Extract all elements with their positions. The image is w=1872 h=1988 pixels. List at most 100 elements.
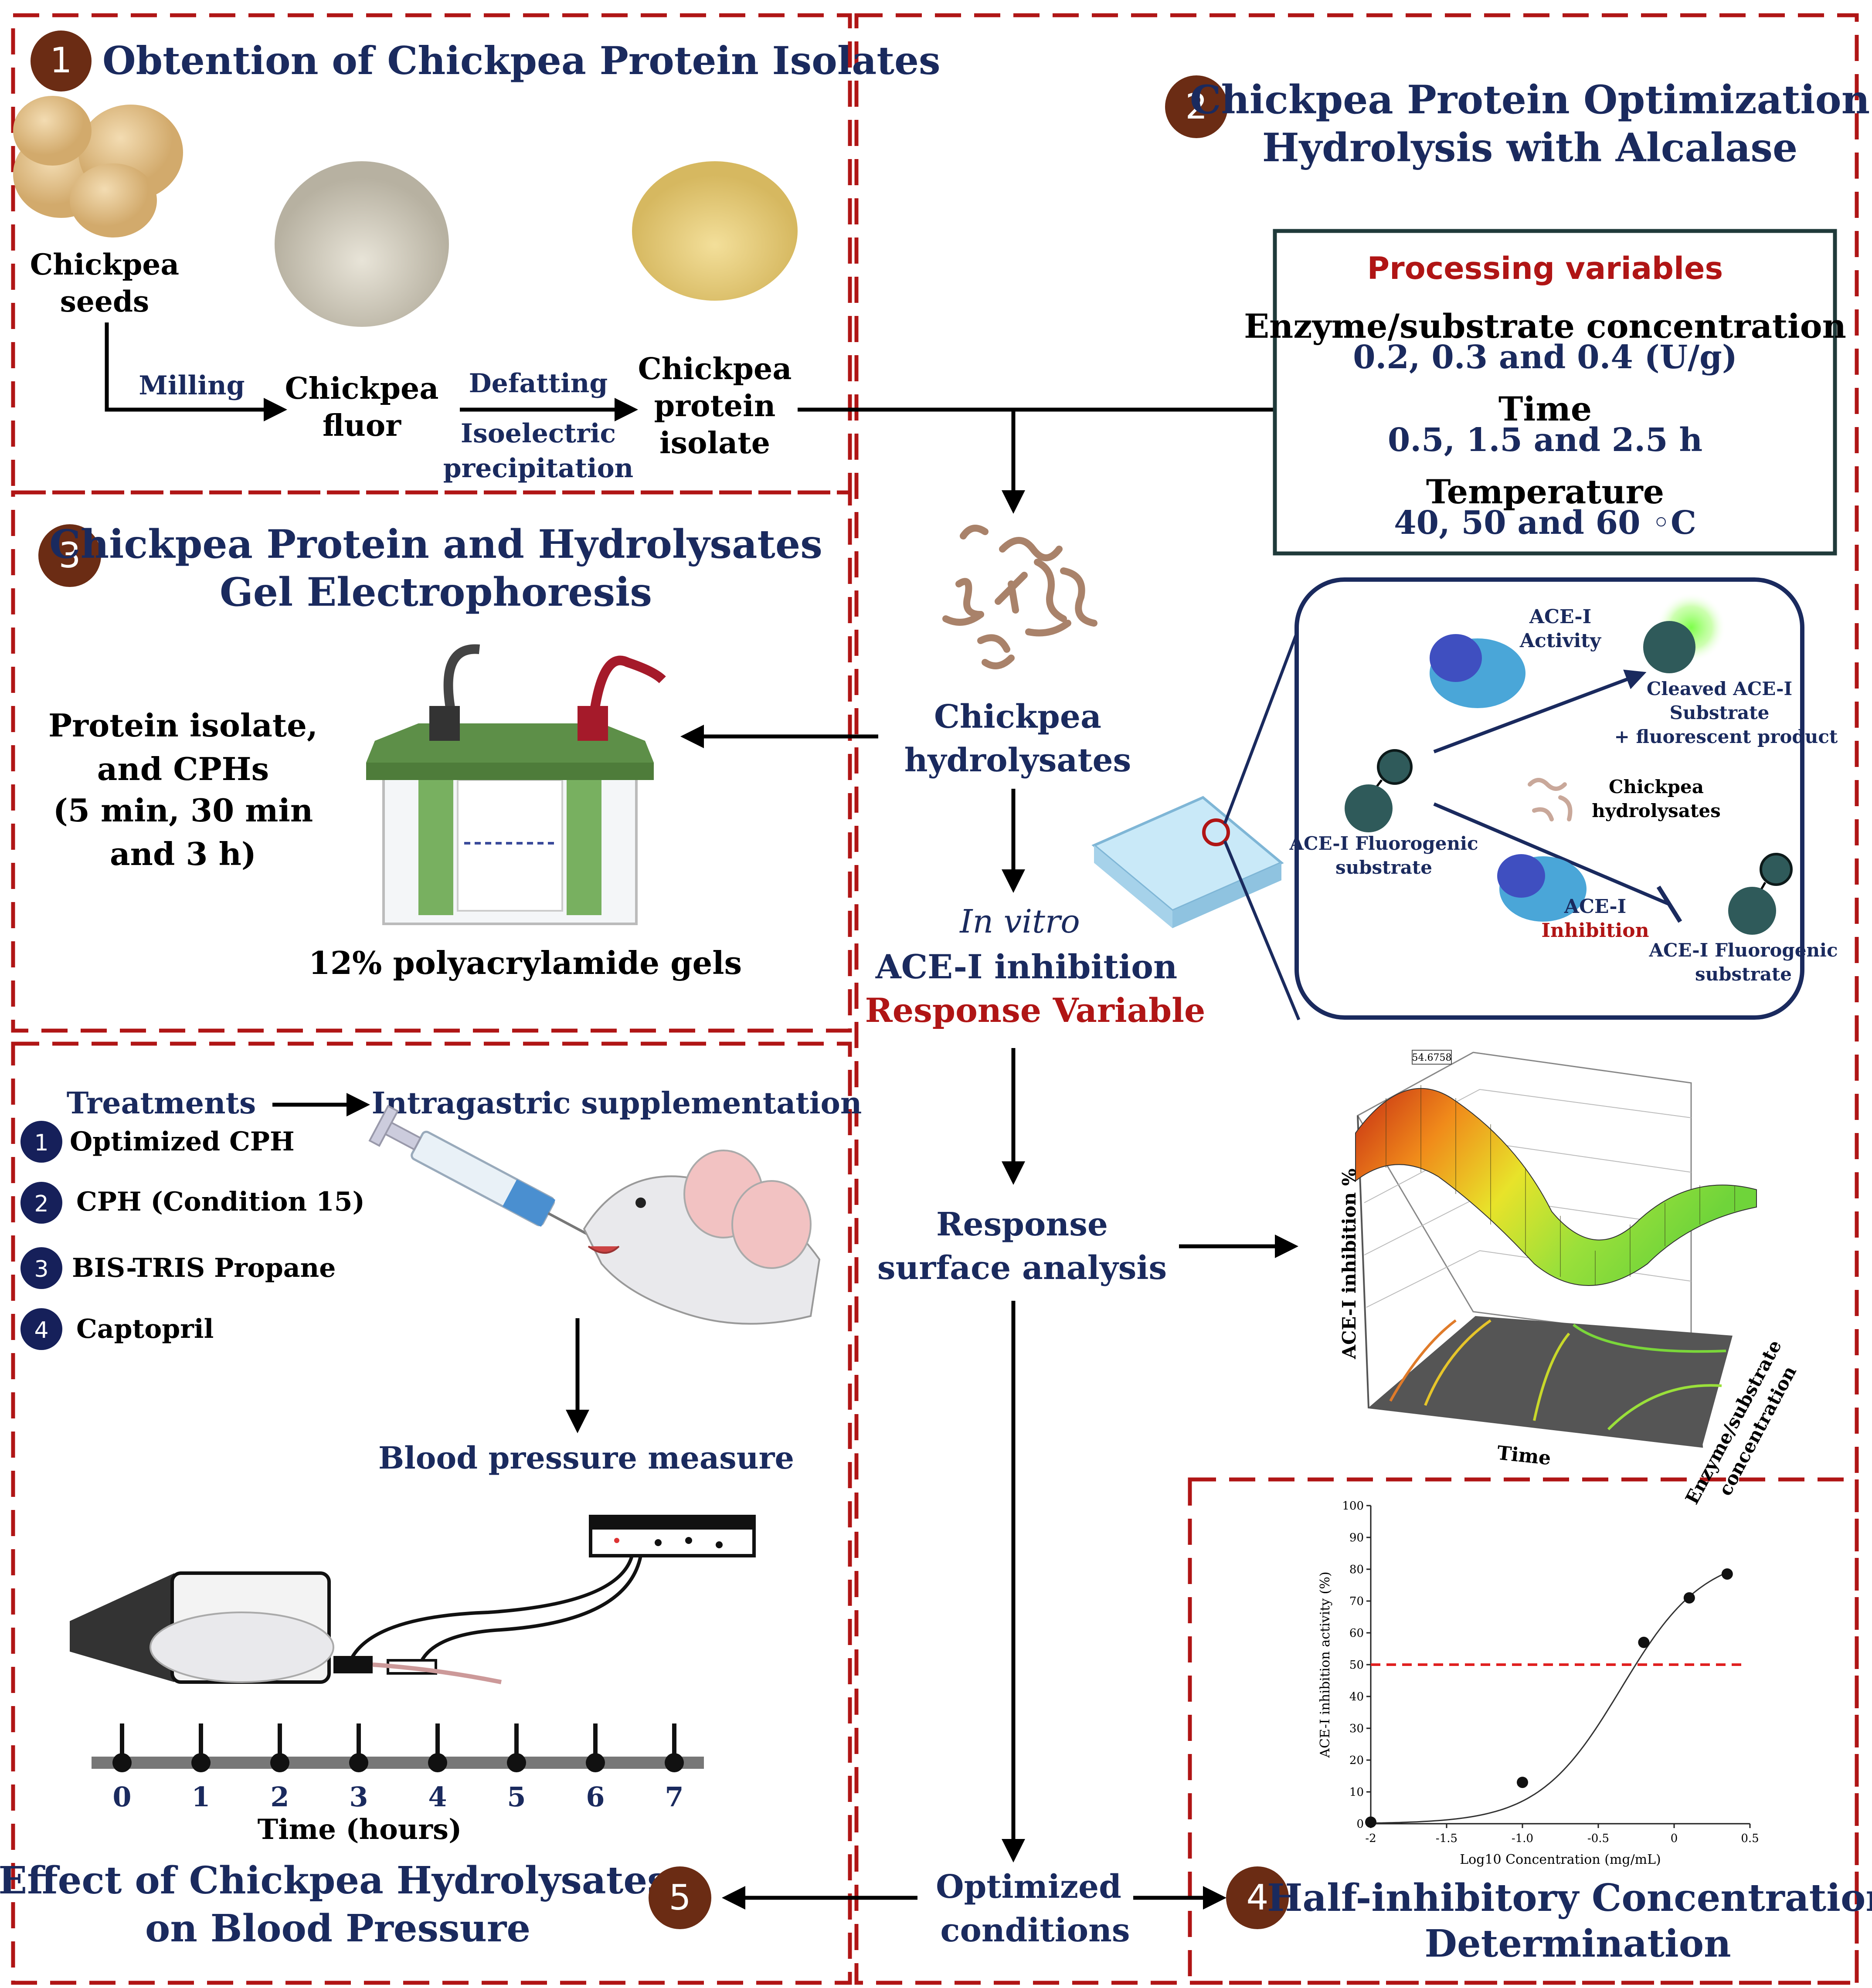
timeline-hour-label: 0 — [112, 1781, 131, 1813]
milling-label: Milling — [139, 370, 245, 401]
ic50-data-point — [1683, 1592, 1695, 1604]
timeline-hour-label: 2 — [270, 1781, 289, 1813]
dose-response-curve — [1370, 1571, 1728, 1824]
timeline-point — [112, 1753, 132, 1772]
inhibition-label-2: Inhibition — [1541, 919, 1649, 942]
ic50-ytick-label: 70 — [1349, 1595, 1364, 1608]
isolate-label-1: Chickpea — [638, 352, 792, 387]
small-hydrolysate-icon — [1528, 778, 1573, 821]
step-1-badge — [31, 31, 92, 92]
timeline-point — [507, 1753, 526, 1772]
milling-arrow — [105, 322, 287, 421]
timeline-hour-label: 1 — [191, 1781, 210, 1813]
seeds-label-2: seeds — [60, 285, 149, 319]
response-variable-label: Response Variable — [865, 991, 1206, 1030]
enzyme-label: Enzyme/substrate concentration — [1244, 307, 1846, 346]
isoelectric-label-1: Isoelectric — [461, 418, 616, 449]
invitro-label: In vitro — [959, 903, 1080, 940]
fluorogenic2-label-2: substrate — [1695, 963, 1792, 985]
ic50-ytick-label: 60 — [1349, 1627, 1364, 1640]
svg-text:1: 1 — [34, 1130, 48, 1156]
ic50-xtick-label: 0 — [1671, 1832, 1678, 1845]
bp-measure-label: Blood pressure measure — [378, 1440, 794, 1476]
isolate-label-3: isolate — [659, 426, 770, 461]
surface-mesh — [1355, 1088, 1757, 1286]
timeline-hour-label: 4 — [428, 1781, 447, 1813]
section-2: 2 Chickpea Protein Optimization Hydrolys… — [1165, 75, 1870, 556]
section-5: Treatments Intragastric supplementation … — [0, 1086, 862, 1951]
connector-lines — [798, 407, 1275, 514]
optimized-label-2: conditions — [940, 1912, 1130, 1949]
assay-panel-border — [1294, 577, 1804, 1020]
center-column: Chickpea hydrolysates In vitro ACE-I inh… — [680, 698, 1298, 1949]
step-2-number: 2 — [1186, 86, 1208, 127]
ic50-ytick-label: 30 — [1349, 1722, 1364, 1735]
inhibition-label-1: ACE-I — [1564, 896, 1626, 918]
ic50-ytick-label: 90 — [1349, 1531, 1364, 1544]
fluorogenic-label-2: substrate — [1335, 857, 1432, 878]
fluorogenic2-label-1: ACE-I Fluorogenic — [1648, 940, 1838, 961]
flour-label-1: Chickpea — [285, 371, 439, 406]
isoelectric-label-2: precipitation — [443, 453, 634, 484]
electrophoresis-tank-illustration — [366, 644, 666, 925]
ic50-data-point — [1638, 1636, 1650, 1648]
section-5-title-1: Effect of Chickpea Hydrolysates — [0, 1859, 668, 1903]
section-1-title: Obtention of Chickpea Protein Isolates — [102, 38, 941, 83]
contour-floor — [1369, 1316, 1733, 1447]
fluorogenic-label-1: ACE-I Fluorogenic — [1289, 833, 1478, 854]
ic50-xtick-label: -2 — [1365, 1832, 1376, 1845]
treatment-list: 1 Optimized CPH 2 CPH (Condition 15) 3 B… — [20, 1121, 365, 1350]
step-5-number: 5 — [669, 1877, 691, 1918]
ic50-data-point — [1721, 1568, 1733, 1580]
ic50-ylabel: ACE-I inhibition activity (%) — [1318, 1571, 1333, 1758]
temperature-values: 40, 50 and 60 ◦C — [1394, 504, 1696, 542]
seeds-label-1: Chickpea — [30, 248, 179, 282]
cleaved-label-3: + fluorescent product — [1614, 726, 1838, 747]
timeline-hour-label: 7 — [665, 1781, 683, 1813]
enzyme-values: 0.2, 0.3 and 0.4 (U/g) — [1353, 339, 1737, 376]
ic50-ytick-label: 10 — [1349, 1786, 1364, 1799]
surface-ylabel: ACE-I inhibition % — [1339, 1168, 1360, 1359]
section-3: 3 Chickpea Protein and Hydrolysates Gel … — [38, 521, 822, 981]
timeline-hour-label: 5 — [507, 1781, 526, 1813]
section-3-title-1: Chickpea Protein and Hydrolysates — [49, 521, 822, 567]
response-surface-plot: 54.6758 ACE-I inhibition % Time Enzyme/s… — [1339, 1050, 1801, 1508]
surface-xlabel: Time — [1496, 1442, 1552, 1470]
activity-label-1: ACE-I — [1529, 606, 1591, 628]
microplate-illustration — [1091, 796, 1284, 928]
timeline-point — [428, 1753, 447, 1772]
flour-pile-illustration — [275, 161, 449, 327]
ic50-xlabel: Log10 Concentration (mg/mL) — [1460, 1852, 1661, 1867]
timeline-point — [665, 1753, 684, 1772]
step-2-badge — [1165, 75, 1228, 138]
ic50-xtick-label: 0.5 — [1741, 1832, 1759, 1845]
cleaved-label-2: Substrate — [1670, 702, 1770, 723]
flour-label-2: fluor — [323, 408, 401, 443]
section-2-title-1: Chickpea Protein Optimization — [1190, 77, 1870, 123]
svg-text:4: 4 — [34, 1317, 48, 1343]
ic50-ytick-label: 50 — [1349, 1659, 1364, 1672]
svg-text:3: 3 — [34, 1256, 48, 1282]
rsa-label-2: surface analysis — [877, 1249, 1167, 1287]
ic50-ytick-label: 0 — [1356, 1818, 1364, 1831]
section-5-title-2: on Blood Pressure — [145, 1907, 530, 1951]
timeline-point — [349, 1753, 368, 1772]
ic50-ytick-label: 80 — [1349, 1563, 1364, 1576]
time-values: 0.5, 1.5 and 2.5 h — [1388, 421, 1702, 459]
optimized-label-1: Optimized — [936, 1868, 1121, 1906]
isolate-label-2: protein — [654, 389, 776, 424]
step-4-number: 4 — [1247, 1877, 1269, 1918]
step-3-number: 3 — [59, 535, 81, 576]
time-hours-label: Time (hours) — [258, 1813, 462, 1846]
step-1-number: 1 — [50, 40, 72, 81]
intragastric-label: Intragastric supplementation — [372, 1086, 862, 1121]
timeline-point — [586, 1753, 605, 1772]
step-5-badge — [649, 1866, 711, 1929]
gel-label: 12% polyacrylamide gels — [309, 944, 742, 981]
ace-assay-panel: ACE-I Activity Cleaved ACE-I Substrate +… — [1091, 577, 1838, 1021]
section-4-title-2: Determination — [1424, 1922, 1731, 1966]
ic50-data-point — [1517, 1777, 1528, 1788]
temperature-label: Temperature — [1426, 472, 1664, 511]
ic50-ytick-label: 20 — [1349, 1754, 1364, 1767]
